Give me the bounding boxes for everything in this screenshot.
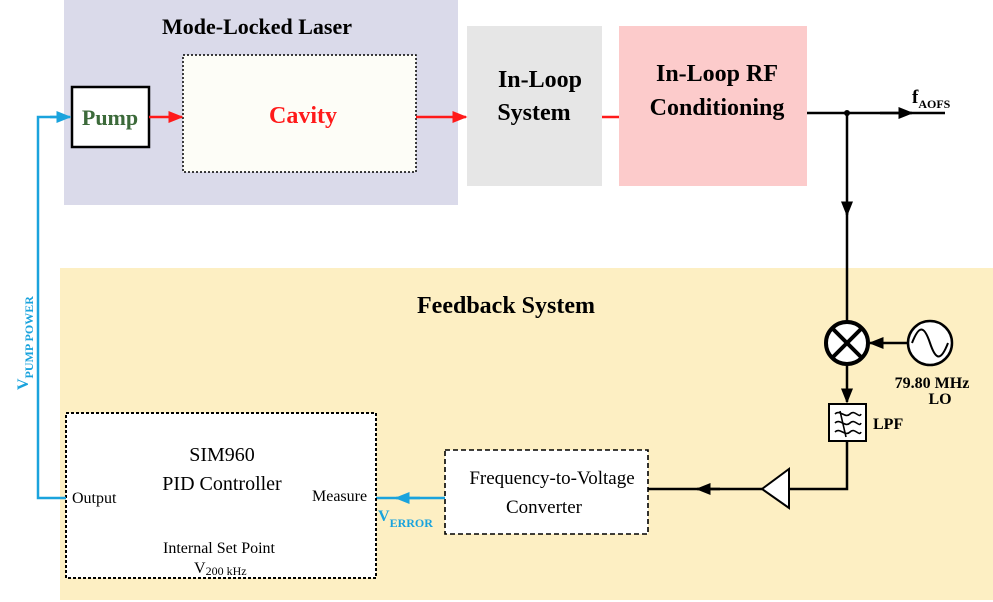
pid-setpoint-subscript: 200 kHz (206, 564, 247, 578)
in-loop-system-line2: System (497, 100, 570, 126)
pump-power-signal-label: VPUMP POWER (15, 296, 36, 390)
feedback-system-title: Feedback System (417, 293, 595, 319)
f2v-converter-line1: Frequency-to-Voltage (469, 468, 634, 489)
error-signal-symbol: V (378, 508, 390, 525)
f2v-converter-line2: Converter (506, 497, 583, 518)
amplifier-icon (760, 467, 790, 510)
pid-setpoint-symbol: V (194, 560, 206, 577)
output-signal-label: fAOFS (912, 87, 951, 111)
rf-conditioning-line2: Conditioning (650, 95, 785, 121)
pid-controller-block (65, 412, 377, 579)
pump-power-signal-symbol: V (15, 378, 32, 390)
f2v-converter-block (444, 449, 649, 535)
lpf-to-amplifier-line (789, 441, 849, 491)
mixer-icon (824, 320, 870, 366)
pid-measure-port-label: Measure (312, 488, 367, 505)
lo-frequency-label: 79.80 MHz (895, 375, 970, 392)
mode-locked-laser-title: Mode-Locked Laser (162, 14, 352, 39)
pump-block (70, 85, 151, 149)
output-signal-symbol: f (912, 87, 919, 108)
cavity-block (182, 54, 417, 173)
cavity-label: Cavity (269, 103, 337, 129)
pid-output-port-label: Output (72, 490, 117, 507)
low-pass-filter-icon (828, 403, 867, 442)
lpf-label: LPF (873, 416, 903, 433)
in-loop-system-line1: In-Loop (498, 67, 582, 93)
pid-setpoint-label: Internal Set Point (163, 540, 276, 557)
pump-power-signal-subscript: PUMP POWER (22, 296, 36, 379)
pid-controller-label: PID Controller (162, 473, 282, 495)
pid-model-label: SIM960 (189, 444, 255, 466)
output-signal-subscript: AOFS (918, 97, 950, 111)
lo-label: LO (928, 391, 951, 408)
pid-setpoint-value: V200 kHz (194, 560, 247, 578)
rf-conditioning-line1: In-Loop RF (656, 61, 778, 87)
in-loop-system-block (467, 26, 602, 186)
rf-conditioning-block (619, 26, 807, 186)
error-signal-label: VERROR (378, 508, 433, 530)
sine-source-icon (906, 319, 954, 367)
pump-label: Pump (82, 105, 138, 130)
error-signal-subscript: ERROR (390, 516, 434, 530)
